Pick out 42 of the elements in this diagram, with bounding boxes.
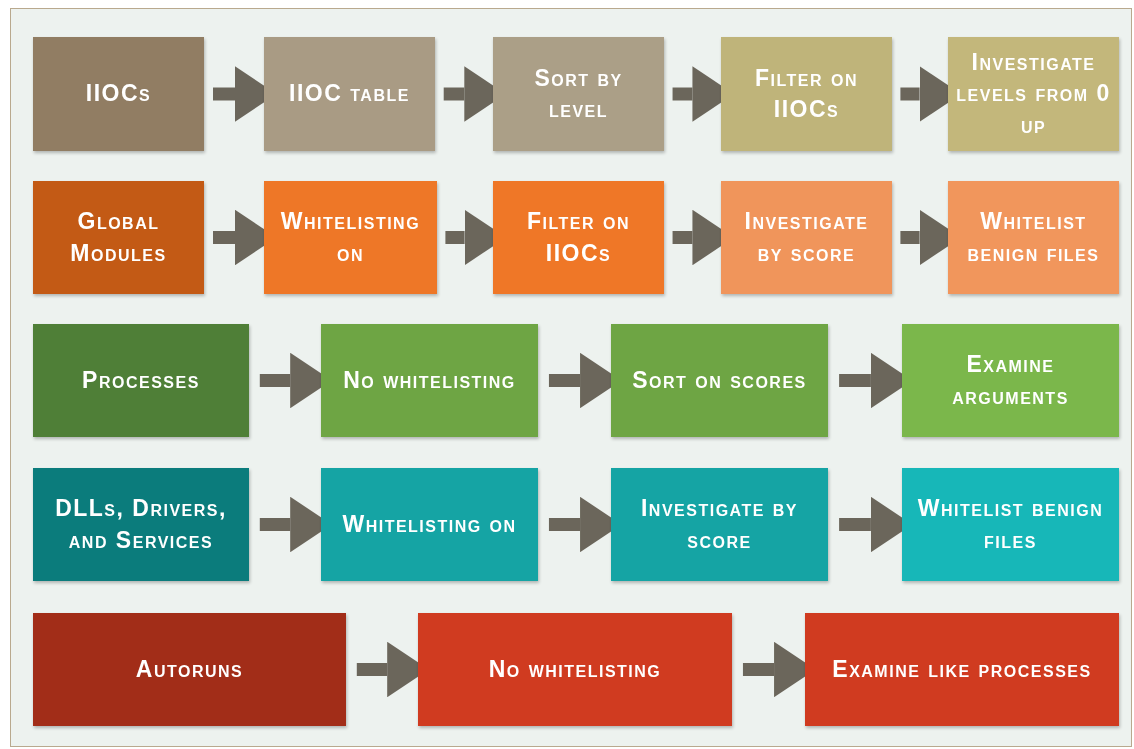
- box-label: Whitelisting on: [279, 207, 422, 268]
- box-label: Investigate by score: [639, 494, 800, 555]
- process-box: [33, 468, 249, 581]
- process-box: [33, 37, 204, 151]
- box-label: Filter on IIOCs: [526, 207, 631, 268]
- box-label: Sort by level: [533, 63, 624, 124]
- process-box: [948, 37, 1119, 151]
- box-label: IIOCs: [85, 79, 152, 109]
- process-box: [902, 468, 1119, 581]
- box-label: Filter on IIOCs: [754, 63, 859, 124]
- box-label: Whitelist benign files: [966, 207, 1101, 268]
- process-box: [493, 181, 664, 294]
- process-box: [33, 181, 204, 294]
- box-label: Examine arguments: [951, 350, 1070, 411]
- box-label: Investigate levels from 0 up: [956, 48, 1111, 140]
- process-box: [33, 324, 249, 437]
- process-box: [948, 181, 1119, 294]
- process-box: [611, 324, 828, 437]
- process-box: [493, 37, 664, 151]
- box-label: Whitelist benign files: [916, 494, 1105, 555]
- box-label: Global Modules: [69, 207, 168, 268]
- box-label: Processes: [82, 365, 200, 395]
- process-box: [721, 37, 892, 151]
- box-label: No whitelisting: [343, 365, 516, 395]
- process-box: [902, 324, 1119, 437]
- box-label: Whitelisting on: [342, 509, 517, 539]
- process-box: [264, 181, 437, 294]
- process-box: [321, 468, 538, 581]
- process-box: [721, 181, 892, 294]
- process-box: [611, 468, 828, 581]
- box-label: DLLs, Drivers, and Services: [54, 494, 228, 555]
- box-label: No whitelisting: [488, 654, 662, 684]
- process-box: [418, 613, 732, 726]
- box-label: IIOC table: [289, 79, 410, 109]
- process-box: [321, 324, 538, 437]
- process-box: [805, 613, 1119, 726]
- box-label: Investigate by score: [743, 207, 870, 268]
- box-label: Examine like processes: [832, 654, 1092, 684]
- process-box: [33, 613, 346, 726]
- box-label: Autoruns: [135, 654, 244, 684]
- box-label: Sort on scores: [632, 365, 807, 395]
- process-box: [264, 37, 435, 151]
